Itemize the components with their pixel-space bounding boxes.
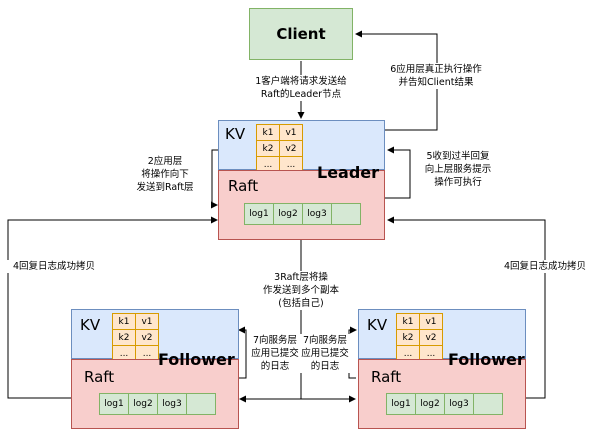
arrow-step2 <box>211 149 218 209</box>
step3-label: 3Raft层将操作发送到多个副本(包括自己) <box>253 271 349 310</box>
leader-kv-label: KV <box>225 125 246 143</box>
step7-left-label: 7向服务层应用已提交的日志 <box>249 334 301 373</box>
log-entry <box>473 393 503 415</box>
log-entry: log3 <box>444 393 474 415</box>
right-follower-role-label: Follower <box>448 350 525 369</box>
left-follower-raft-box: Raft log1 log2 log3 <box>71 359 239 429</box>
right-follower-raft-label: Raft <box>371 368 402 386</box>
step6-label: 6应用层真正执行操作并告知Client结果 <box>383 63 489 89</box>
log-entry: log1 <box>99 393 129 415</box>
arrow-step4-left <box>7 216 218 399</box>
leader-raft-label: Raft <box>228 177 259 195</box>
arrow-step7-left <box>238 326 247 379</box>
client-box: Client <box>249 8 353 60</box>
leader-log-list: log1 log2 log3 <box>244 203 361 225</box>
client-label: Client <box>276 25 326 43</box>
log-entry: log3 <box>157 393 187 415</box>
log-entry: log2 <box>273 203 303 225</box>
leader-raft-box: Raft log1 log2 log3 <box>218 170 385 240</box>
log-entry <box>331 203 361 225</box>
right-follower-kv-label: KV <box>367 316 388 334</box>
leader-role-label: Leader <box>317 163 380 182</box>
left-follower-raft-label: Raft <box>84 368 115 386</box>
right-follower-raft-box: Raft log1 log2 log3 <box>358 359 526 429</box>
arrow-step4-right <box>387 216 546 399</box>
log-entry: log2 <box>415 393 445 415</box>
arrow-step5 <box>385 146 411 199</box>
log-entry: log1 <box>386 393 416 415</box>
step5-label: 5收到过半回复向上层服务提示操作可执行 <box>415 150 501 189</box>
right-follower-log-list: log1 log2 log3 <box>386 393 503 415</box>
left-follower-kv-label: KV <box>80 316 101 334</box>
step4-left-label: 4回复日志成功拷贝 <box>4 260 104 273</box>
step4-right-label: 4回复日志成功拷贝 <box>495 260 595 273</box>
left-follower-role-label: Follower <box>158 350 235 369</box>
step7-right-label: 7向服务层应用已提交的日志 <box>299 334 351 373</box>
log-entry <box>186 393 216 415</box>
log-entry: log3 <box>302 203 332 225</box>
left-follower-log-list: log1 log2 log3 <box>99 393 216 415</box>
log-entry: log2 <box>128 393 158 415</box>
step2-label: 2应用层将操作向下发送到Raft层 <box>131 155 199 194</box>
log-entry: log1 <box>244 203 274 225</box>
